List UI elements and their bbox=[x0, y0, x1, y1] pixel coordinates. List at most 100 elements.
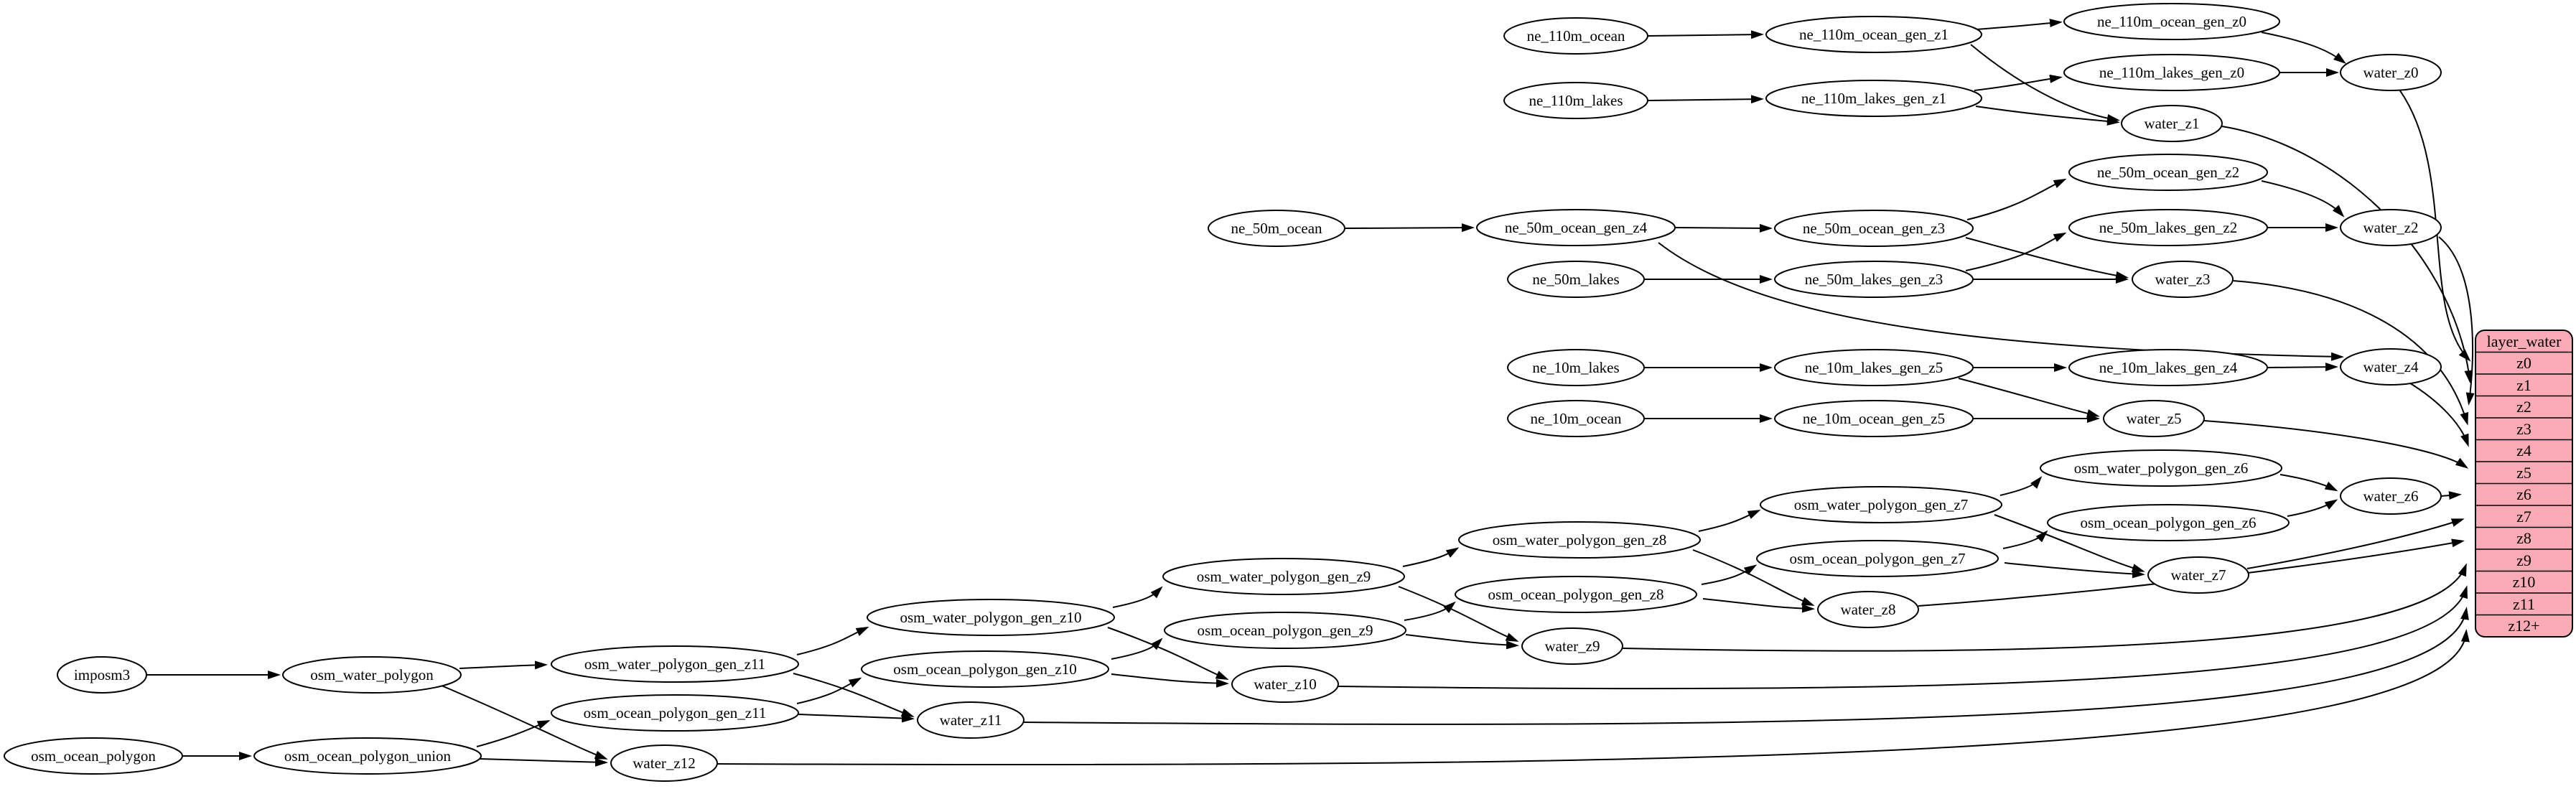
node-ne_50m_ocean_gen_z3: ne_50m_ocean_gen_z3 bbox=[1774, 210, 1974, 247]
node-osm_ocean_polygon-label: osm_ocean_polygon bbox=[31, 747, 156, 765]
node-ne_10m_ocean: ne_10m_ocean bbox=[1507, 400, 1645, 437]
node-ne_50m_ocean_gen_z2-label: ne_50m_ocean_gen_z2 bbox=[2097, 164, 2239, 181]
edge-water_z7-to-layer_water-z7 bbox=[2246, 518, 2465, 569]
node-osm_water_polygon_gen_z6-shape bbox=[2040, 449, 2282, 487]
node-osm_ocean_polygon_gen_z9-label: osm_ocean_polygon_gen_z9 bbox=[1198, 622, 1373, 639]
node-water_z10: water_z10 bbox=[1231, 666, 1339, 703]
node-ne_50m_lakes_gen_z3-shape bbox=[1774, 261, 1974, 298]
nodes: ne_110m_ocean ne_110m_ocean_gen_z1 ne_11… bbox=[4, 3, 2442, 782]
node-ne_110m_ocean_gen_z1-shape bbox=[1765, 16, 1982, 53]
node-ne_110m_lakes-label: ne_110m_lakes bbox=[1529, 92, 1623, 109]
node-water_z5: water_z5 bbox=[2103, 400, 2205, 437]
node-osm_water_polygon_gen_z9-shape bbox=[1162, 558, 1405, 595]
edge-ne_50m_ocean_gen_z3-to-water_z3 bbox=[1965, 237, 2129, 280]
node-water_z10-shape bbox=[1231, 666, 1339, 703]
node-osm_water_polygon_gen_z7-label: osm_water_polygon_gen_z7 bbox=[1794, 496, 1969, 513]
node-osm_water_polygon_gen_z10-label: osm_water_polygon_gen_z10 bbox=[900, 609, 1081, 626]
node-ne_10m_lakes_gen_z4-shape bbox=[2068, 349, 2268, 386]
node-water_z4-shape bbox=[2340, 348, 2442, 386]
node-water_z11-shape bbox=[917, 701, 1025, 739]
node-water_z4: water_z4 bbox=[2340, 348, 2442, 386]
node-ne_110m_ocean: ne_110m_ocean bbox=[1503, 17, 1648, 55]
node-osm_water_polygon_gen_z6: osm_water_polygon_gen_z6 bbox=[2040, 449, 2282, 487]
node-water_z7: water_z7 bbox=[2147, 556, 2249, 594]
node-ne_110m_ocean_gen_z0-shape bbox=[2063, 3, 2280, 40]
node-ne_50m_ocean_gen_z3-shape bbox=[1774, 210, 1974, 247]
edge-osm_water_polygon-to-osm_water_polygon_gen_z11 bbox=[459, 660, 548, 670]
edge-osm_ocean_polygon_gen_z9-to-osm_ocean_polygon_gen_z8 bbox=[1404, 601, 1456, 621]
edge-osm_water_polygon_gen_z10-to-water_z10 bbox=[1107, 627, 1229, 680]
node-ne_10m_lakes_gen_z5-label: ne_10m_lakes_gen_z5 bbox=[1805, 359, 1943, 376]
edge-osm_ocean_polygon_gen_z7-to-water_z7 bbox=[2004, 562, 2145, 579]
node-ne_50m_ocean_gen_z4-label: ne_50m_ocean_gen_z4 bbox=[1505, 219, 1648, 236]
edge-water_z3-to-layer_water-z3 bbox=[2232, 280, 2469, 426]
node-ne_110m_ocean-label: ne_110m_ocean bbox=[1527, 27, 1625, 45]
node-osm_water_polygon_gen_z11-label: osm_water_polygon_gen_z11 bbox=[584, 655, 765, 673]
node-ne_10m_ocean_gen_z5: ne_10m_ocean_gen_z5 bbox=[1774, 400, 1974, 437]
node-ne_10m_lakes: ne_10m_lakes bbox=[1507, 349, 1645, 386]
node-osm_ocean_polygon_gen_z11-label: osm_ocean_polygon_gen_z11 bbox=[584, 704, 767, 722]
node-ne_110m_lakes_gen_z1-shape bbox=[1765, 80, 1982, 117]
node-ne_50m_lakes-label: ne_50m_lakes bbox=[1532, 271, 1619, 288]
node-ne_50m_lakes_gen_z3-label: ne_50m_lakes_gen_z3 bbox=[1805, 271, 1943, 288]
edge-osm_water_polygon_gen_z7-to-osm_water_polygon_gen_z6 bbox=[1999, 476, 2043, 496]
node-ne_110m_lakes: ne_110m_lakes bbox=[1503, 82, 1648, 119]
node-water_z10-label: water_z10 bbox=[1254, 676, 1316, 693]
node-ne_50m_ocean: ne_50m_ocean bbox=[1208, 210, 1345, 247]
node-water_z9: water_z9 bbox=[1521, 627, 1623, 665]
edge-ne_110m_lakes-to-ne_110m_lakes_gen_z1 bbox=[1647, 95, 1764, 104]
edge-water_z5-to-layer_water-z5 bbox=[2203, 420, 2469, 469]
node-osm_ocean_polygon-shape bbox=[4, 737, 183, 775]
edge-ne_50m_ocean_gen_z3-to-ne_50m_ocean_gen_z2 bbox=[1966, 178, 2067, 220]
node-ne_50m_ocean_gen_z2-shape bbox=[2068, 154, 2268, 191]
node-osm_ocean_polygon_gen_z11-shape bbox=[551, 694, 799, 732]
node-ne_50m_lakes_gen_z2-label: ne_50m_lakes_gen_z2 bbox=[2099, 219, 2237, 236]
node-ne_110m_ocean_gen_z1-label: ne_110m_ocean_gen_z1 bbox=[1799, 26, 1949, 43]
node-osm_water_polygon_gen_z8: osm_water_polygon_gen_z8 bbox=[1458, 521, 1701, 559]
node-water_z0-shape bbox=[2340, 54, 2442, 91]
node-water_z6-label: water_z6 bbox=[2363, 487, 2419, 505]
node-osm_water_polygon_gen_z7-shape bbox=[1760, 486, 2002, 523]
record-title: layer_water bbox=[2487, 332, 2562, 350]
node-osm_water_polygon: osm_water_polygon bbox=[282, 656, 462, 694]
node-osm_ocean_polygon_gen_z6-shape bbox=[2047, 504, 2290, 541]
edge-ne_10m_lakes_gen_z4-to-water_z4 bbox=[2267, 363, 2338, 372]
node-water_z8-shape bbox=[1817, 591, 1919, 628]
record-row-z10: z10 bbox=[2513, 573, 2536, 591]
node-water_z12-shape bbox=[610, 744, 718, 782]
node-water_z6: water_z6 bbox=[2340, 477, 2442, 515]
node-osm_ocean_polygon_gen_z11: osm_ocean_polygon_gen_z11 bbox=[551, 694, 799, 732]
record-row-z0: z0 bbox=[2516, 354, 2531, 372]
edge-water_z10-to-layer_water-z10 bbox=[1338, 585, 2468, 690]
record-row-z12plus: z12+ bbox=[2508, 617, 2539, 635]
node-ne_50m_ocean-label: ne_50m_ocean bbox=[1231, 220, 1322, 237]
node-osm_water_polygon_gen_z8-label: osm_water_polygon_gen_z8 bbox=[1493, 531, 1667, 548]
edge-osm_water_polygon-to-water_z12 bbox=[441, 685, 608, 760]
node-water_z1-label: water_z1 bbox=[2145, 115, 2200, 132]
edge-water_z9-to-layer_water-z9 bbox=[1622, 563, 2467, 652]
edge-water_z4-to-layer_water-z4 bbox=[2407, 381, 2469, 447]
record-row-z1: z1 bbox=[2516, 376, 2531, 394]
node-ne_50m_ocean_gen_z3-label: ne_50m_ocean_gen_z3 bbox=[1803, 220, 1945, 237]
node-ne_110m_lakes_gen_z0-label: ne_110m_lakes_gen_z0 bbox=[2099, 64, 2244, 81]
node-ne_110m_ocean_gen_z0-label: ne_110m_ocean_gen_z0 bbox=[2097, 13, 2246, 30]
node-water_z7-label: water_z7 bbox=[2171, 566, 2226, 584]
node-ne_10m_lakes_gen_z5-shape bbox=[1774, 349, 1974, 386]
node-osm_water_polygon_gen_z11-shape bbox=[551, 645, 799, 683]
node-water_z11-label: water_z11 bbox=[940, 711, 1002, 729]
edge-osm_water_polygon_gen_z11-to-water_z11 bbox=[793, 673, 915, 717]
node-ne_50m_ocean-shape bbox=[1208, 210, 1345, 247]
node-water_z0: water_z0 bbox=[2340, 54, 2442, 91]
node-osm_ocean_polygon_gen_z7: osm_ocean_polygon_gen_z7 bbox=[1756, 540, 1999, 577]
edge-ne_10m_lakes_gen_z5-to-water_z5 bbox=[1958, 378, 2100, 418]
edge-ne_110m_ocean_gen_z0-to-water_z0 bbox=[2261, 32, 2347, 64]
record-layer-water: layer_water z0 z1 z2 z3 z4 z5 z6 z7 z8 z… bbox=[2475, 330, 2573, 638]
node-ne_10m_ocean-shape bbox=[1507, 400, 1645, 437]
node-water_z2-label: water_z2 bbox=[2363, 219, 2419, 236]
edge-osm_water_polygon_gen_z8-to-osm_water_polygon_gen_z7 bbox=[1698, 509, 1761, 532]
node-water_z12: water_z12 bbox=[610, 744, 718, 782]
node-water_z2-shape bbox=[2340, 209, 2442, 246]
node-water_z12-label: water_z12 bbox=[633, 755, 695, 772]
node-osm_water_polygon_gen_z10-shape bbox=[867, 599, 1115, 636]
